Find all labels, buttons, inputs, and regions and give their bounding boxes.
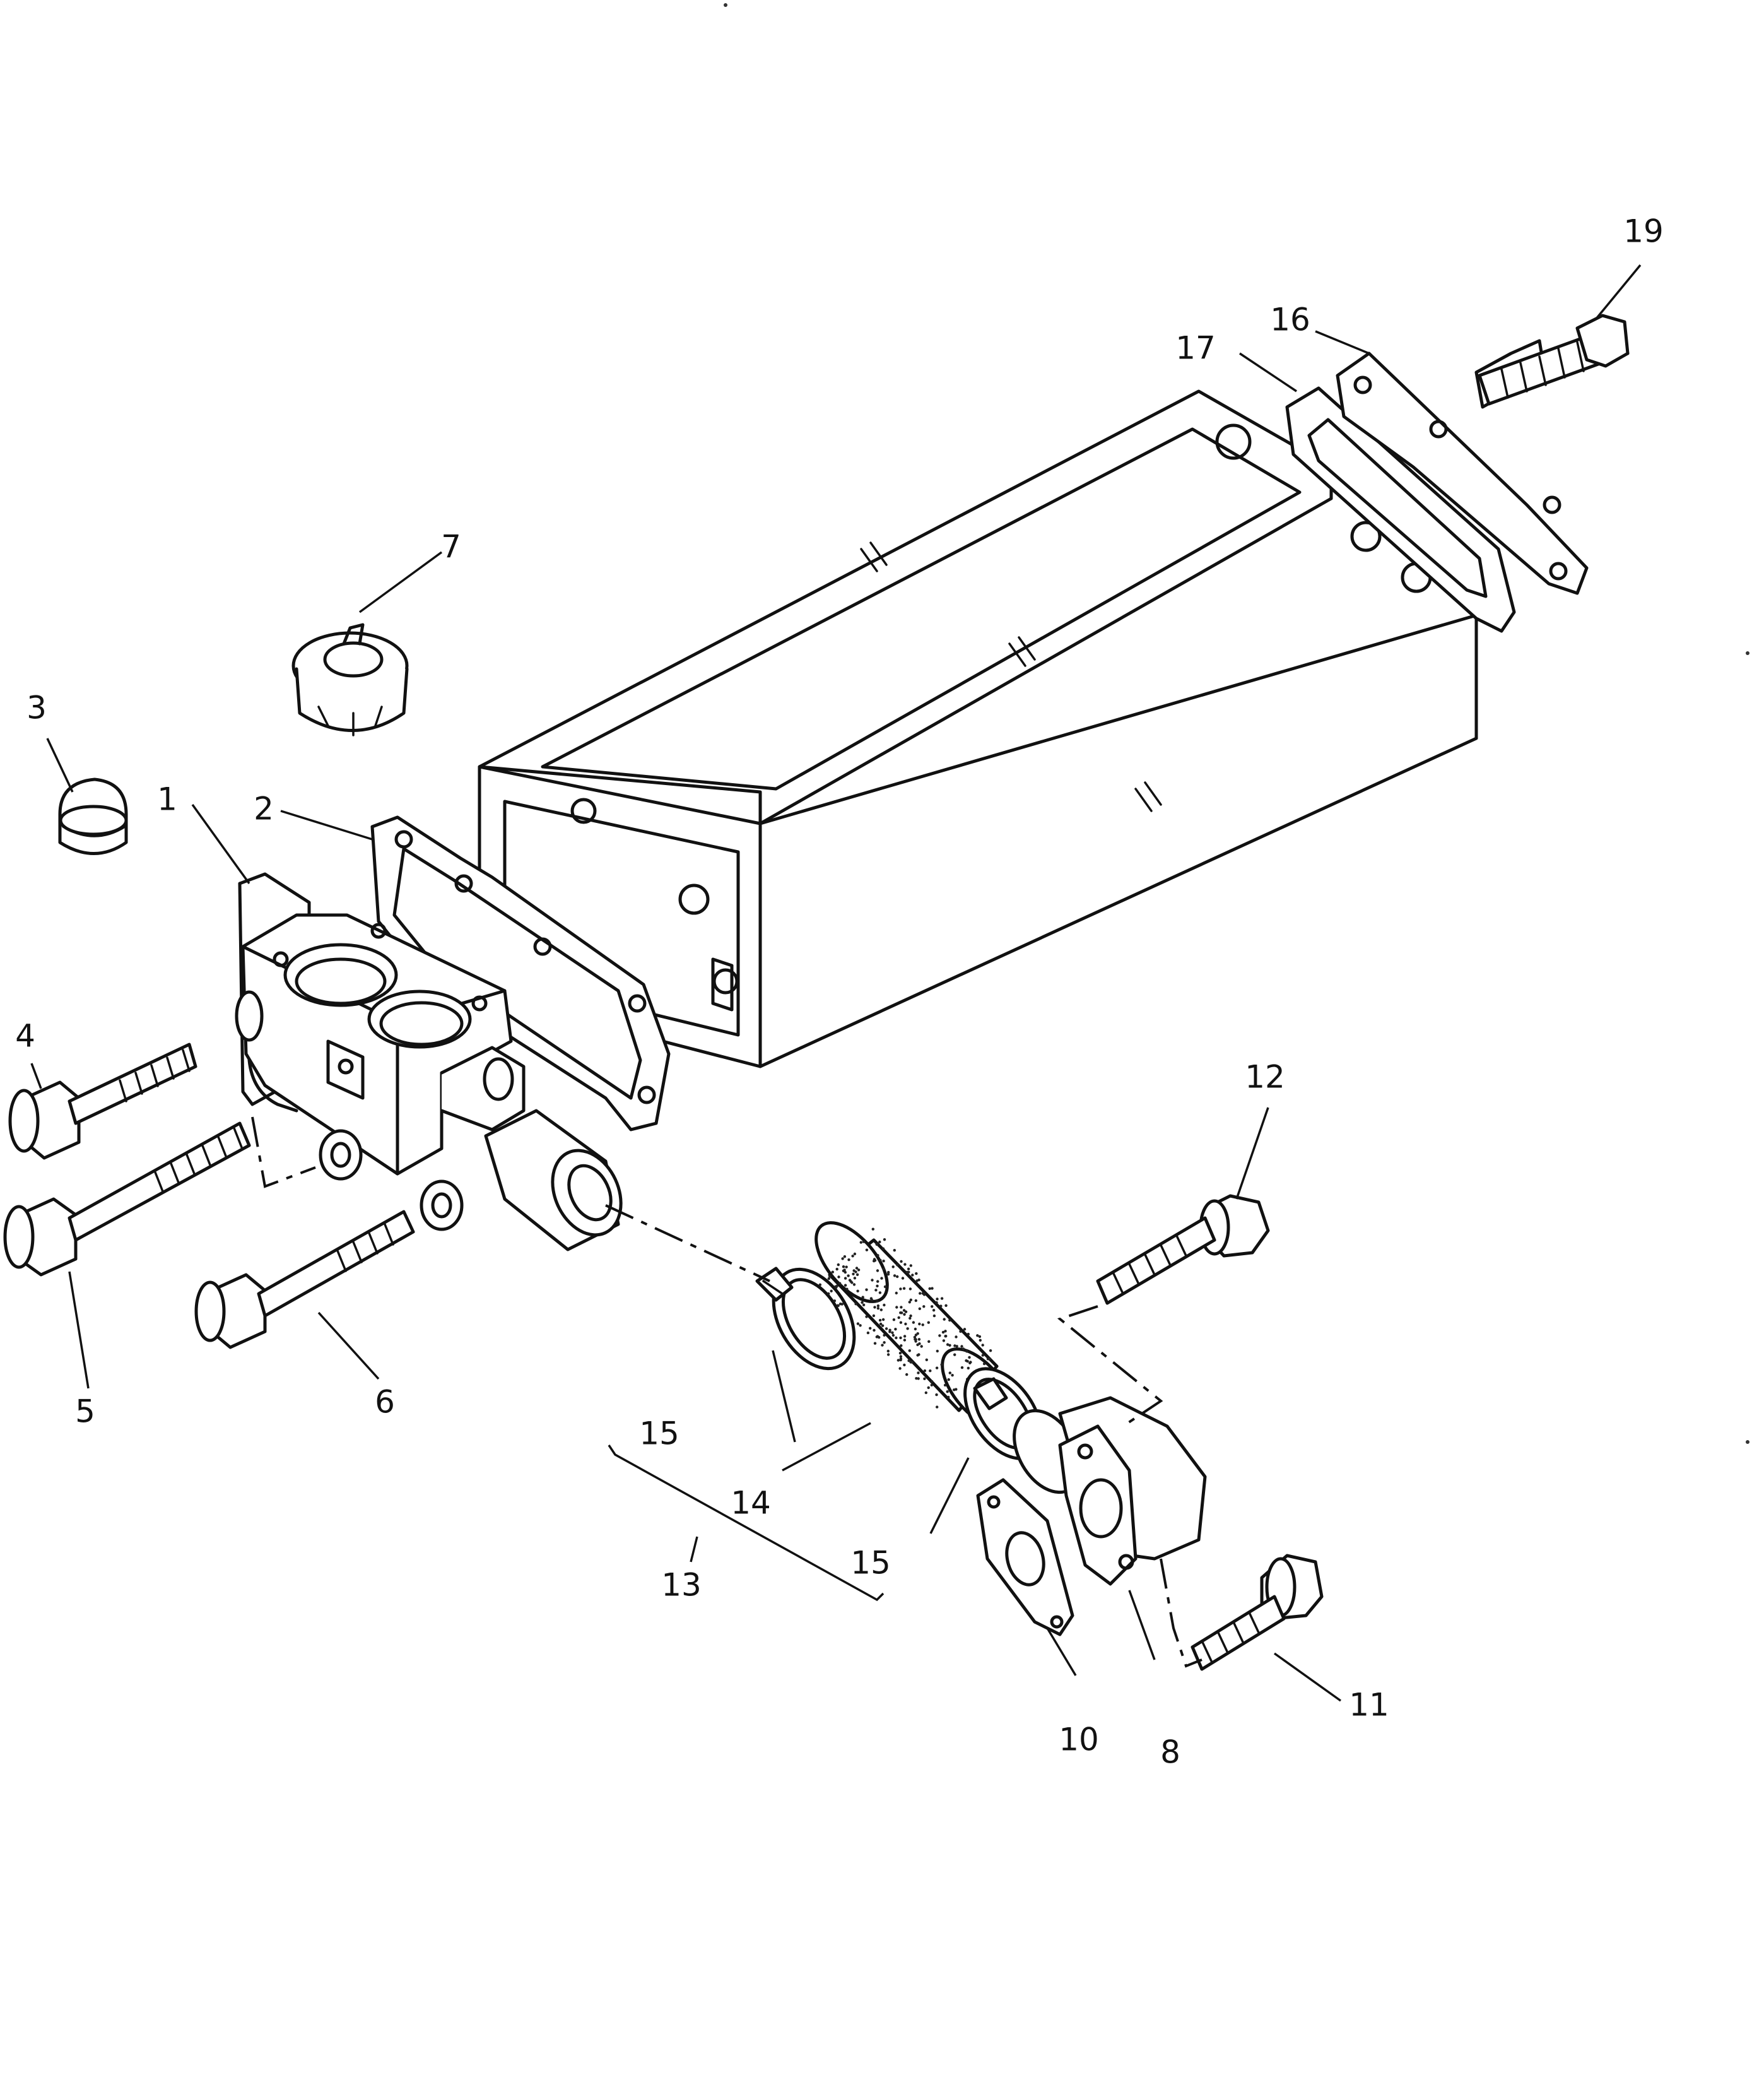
scan-specks — [724, 3, 1749, 1444]
callout-15-left: 15 — [639, 1415, 679, 1452]
callout-1: 1 — [157, 781, 177, 818]
callout-12: 12 — [1245, 1059, 1285, 1096]
bolt-6 — [194, 1210, 415, 1349]
callout-13: 13 — [661, 1567, 702, 1604]
callout-6: 6 — [375, 1384, 395, 1421]
hose-clamp-15-left — [755, 1267, 856, 1371]
callout-3: 3 — [26, 690, 47, 726]
assembly-center-lines — [251, 1116, 1202, 1668]
callout-5: 5 — [75, 1393, 95, 1430]
callout-17: 17 — [1175, 330, 1216, 367]
oil-cooler-housing — [478, 389, 1478, 1068]
callout-8: 8 — [1160, 1734, 1180, 1771]
hose-texture — [818, 1227, 992, 1409]
callout-19: 19 — [1623, 213, 1664, 250]
outlet-connector-8 — [1013, 1396, 1207, 1586]
callout-14: 14 — [731, 1485, 771, 1522]
end-cover-16 — [1336, 352, 1589, 595]
bolt-11 — [1191, 1554, 1324, 1671]
thermostat-housing — [235, 913, 623, 1251]
gasket-10 — [976, 1478, 1074, 1636]
callout-2: 2 — [254, 791, 274, 827]
bracket-13 — [608, 1445, 885, 1602]
leader-lines — [30, 264, 1642, 1702]
callout-11: 11 — [1349, 1687, 1389, 1723]
thermostat-7 — [291, 623, 409, 736]
bolt-4 — [8, 1043, 197, 1160]
callout-16: 16 — [1270, 302, 1310, 338]
bolt-12 — [1096, 1194, 1270, 1305]
callout-4: 4 — [15, 1018, 35, 1055]
callout-7: 7 — [441, 529, 461, 565]
hose-14 — [814, 1221, 1015, 1429]
bolt-19 — [1474, 314, 1630, 409]
plug-3 — [58, 777, 128, 855]
callout-15-right: 15 — [850, 1545, 891, 1581]
callout-10: 10 — [1059, 1722, 1099, 1758]
bolt-5 — [3, 1121, 251, 1277]
callout-labels: 1 2 3 4 5 6 7 8 10 11 12 13 14 15 15 16 … — [15, 213, 1664, 1771]
